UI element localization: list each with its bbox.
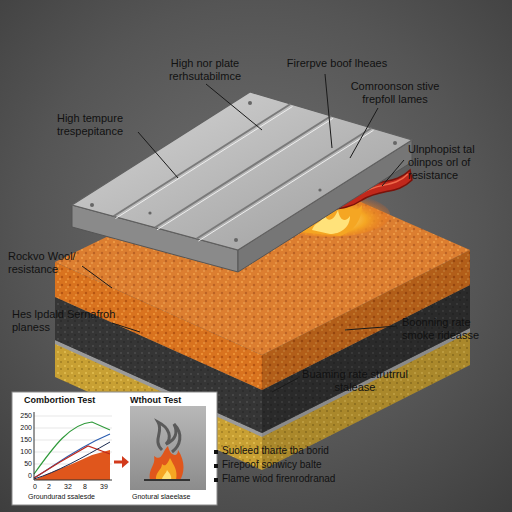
callout-label: Hes lpdald Sernafroh planess [12,308,116,334]
callout-label: Comroonson stive frepfoll lames [340,80,450,106]
axis-tick: 50 [13,460,32,467]
axis-tick: 39 [98,483,110,490]
bullet-note: Flame wiod firenrodranad [222,473,422,485]
axis-label: Groundurad ssalesde [28,493,95,500]
axis-tick: 0 [13,472,32,479]
callout-label: Buaming rate strutrrul stalease [296,368,414,394]
bullet-note: Suoleed tharte tba borid [222,445,422,457]
axis-tick: 32 [62,483,74,490]
axis-tick: 100 [13,448,32,455]
chart-title: Combortion Test [24,396,95,405]
axis-tick: 200 [13,424,32,431]
bullet-note: Firepoof sonwicy balte [222,459,422,471]
callout-label: Rockvo Wool/ resistance [8,250,88,276]
callout-label: Ulnphopist tal olinpos orl of resistance [408,143,503,183]
callout-label: Firerpve boof lheaes [272,57,402,70]
axis-tick: 8 [80,483,90,490]
axis-tick: 250 [13,412,32,419]
axis-label: Gnotural slaeelase [132,493,190,500]
callout-label: High nor plate rerhsutabilmce [140,57,270,83]
chart-title: Wthout Test [130,396,181,405]
callout-label: Boonning rate smoke rideasse [402,316,504,342]
callout-label: High tempure trespepitance [42,112,138,138]
axis-tick: 2 [44,483,54,490]
axis-tick: 150 [13,436,32,443]
axis-tick: 0 [30,483,40,490]
chart-panel: Combortion TestWthout Test25020015010050… [12,392,217,505]
